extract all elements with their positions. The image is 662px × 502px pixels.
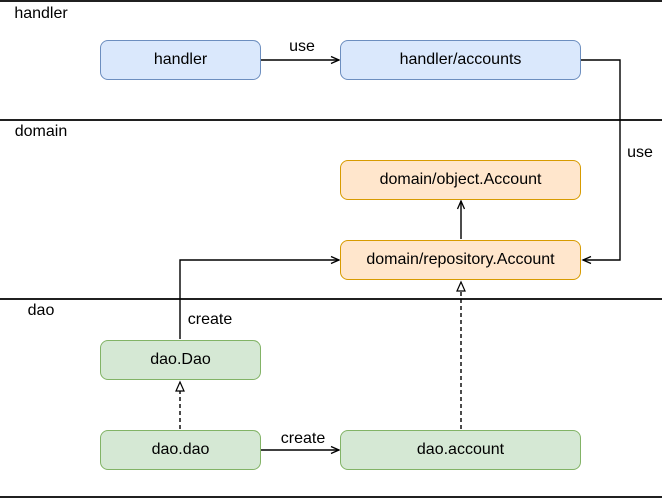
lane-label-dao: dao	[27, 302, 55, 319]
node-handler-accounts[interactable]: handler/accounts	[340, 40, 581, 80]
node-dao-account-label: dao.account	[416, 441, 505, 458]
edge-label-create-account: create	[278, 430, 328, 448]
node-dao-dao-label: dao.dao	[151, 441, 210, 458]
node-dao-Dao-label: dao.Dao	[150, 351, 211, 368]
node-domain-object-account-label: domain/object.Account	[379, 171, 542, 188]
node-domain-repository-account[interactable]: domain/repository.Account	[340, 240, 581, 280]
node-handler[interactable]: handler	[100, 40, 261, 80]
edge-label-use-repository: use	[625, 144, 655, 162]
node-dao-account[interactable]: dao.account	[340, 430, 581, 470]
edge-daoDao-to-repository	[179, 255, 341, 339]
lane-label-domain: domain	[14, 123, 68, 140]
edge-label-create-repository: create	[185, 311, 235, 329]
node-domain-repository-account-label: domain/repository.Account	[366, 251, 555, 268]
node-handler-accounts-label: handler/accounts	[399, 51, 522, 68]
node-dao-Dao[interactable]: dao.Dao	[100, 340, 261, 380]
node-domain-object-account[interactable]: domain/object.Account	[340, 160, 581, 200]
node-dao-dao[interactable]: dao.dao	[100, 430, 261, 470]
node-handler-label: handler	[153, 51, 208, 68]
lane-label-handler: handler	[14, 5, 68, 22]
edge-label-use-handler: use	[287, 38, 317, 56]
edge-accounts-to-repository	[581, 59, 621, 265]
